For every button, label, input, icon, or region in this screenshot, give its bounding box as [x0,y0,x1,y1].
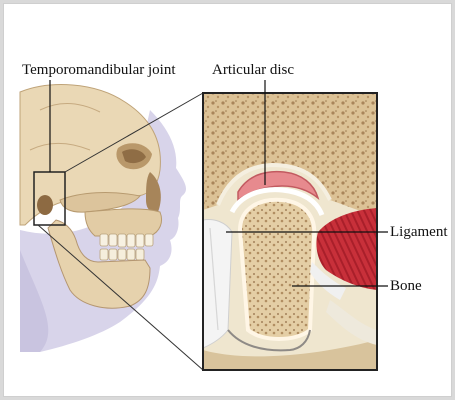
label-bone: Bone [390,278,422,294]
mandibular-condyle [240,200,314,339]
label-ligament: Ligament [390,224,447,240]
label-temporomandibular-joint: Temporomandibular joint [22,62,176,78]
maxilla [85,209,162,236]
ear-canal [37,195,53,215]
label-articular-disc: Articular disc [212,62,294,78]
lower-teeth [100,249,144,260]
